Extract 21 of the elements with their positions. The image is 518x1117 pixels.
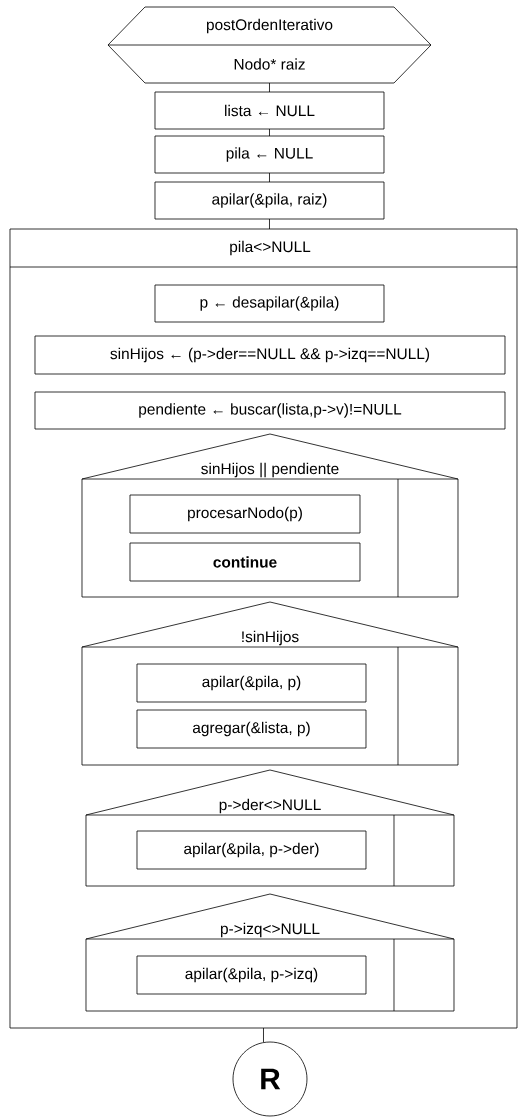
connector-line [269,128,270,137]
process-box: lista ← NULL [154,91,385,130]
process-box: p ← desapilar(&pila) [154,284,385,323]
process-box: pila ← NULL [154,135,385,174]
connector-line [269,172,270,183]
process-box: procesarNodo(p) [129,494,361,534]
node-label: p->der<>NULL [219,798,321,814]
process-box: continue [129,542,361,582]
node-label: p->izq<>NULL [221,922,320,938]
process-box: pendiente ← buscar(lista,p->v)!=NULL [34,391,506,430]
process-box: sinHijos ← (p->der==NULL && p->izq==NULL) [34,335,506,375]
process-box: agregar(&lista, p) [136,709,367,749]
process-box: apilar(&pila, p) [136,663,367,703]
process-box: apilar(&pila, raiz) [154,181,385,220]
connector-line [263,1027,264,1043]
node-label: sinHijos || pendiente [201,462,339,478]
connector-line [269,218,270,230]
process-box: apilar(&pila, p->izq) [136,955,367,995]
process-box: apilar(&pila, p->der) [136,830,367,870]
connector-line [269,82,270,93]
node-label: !sinHijos [242,630,299,646]
